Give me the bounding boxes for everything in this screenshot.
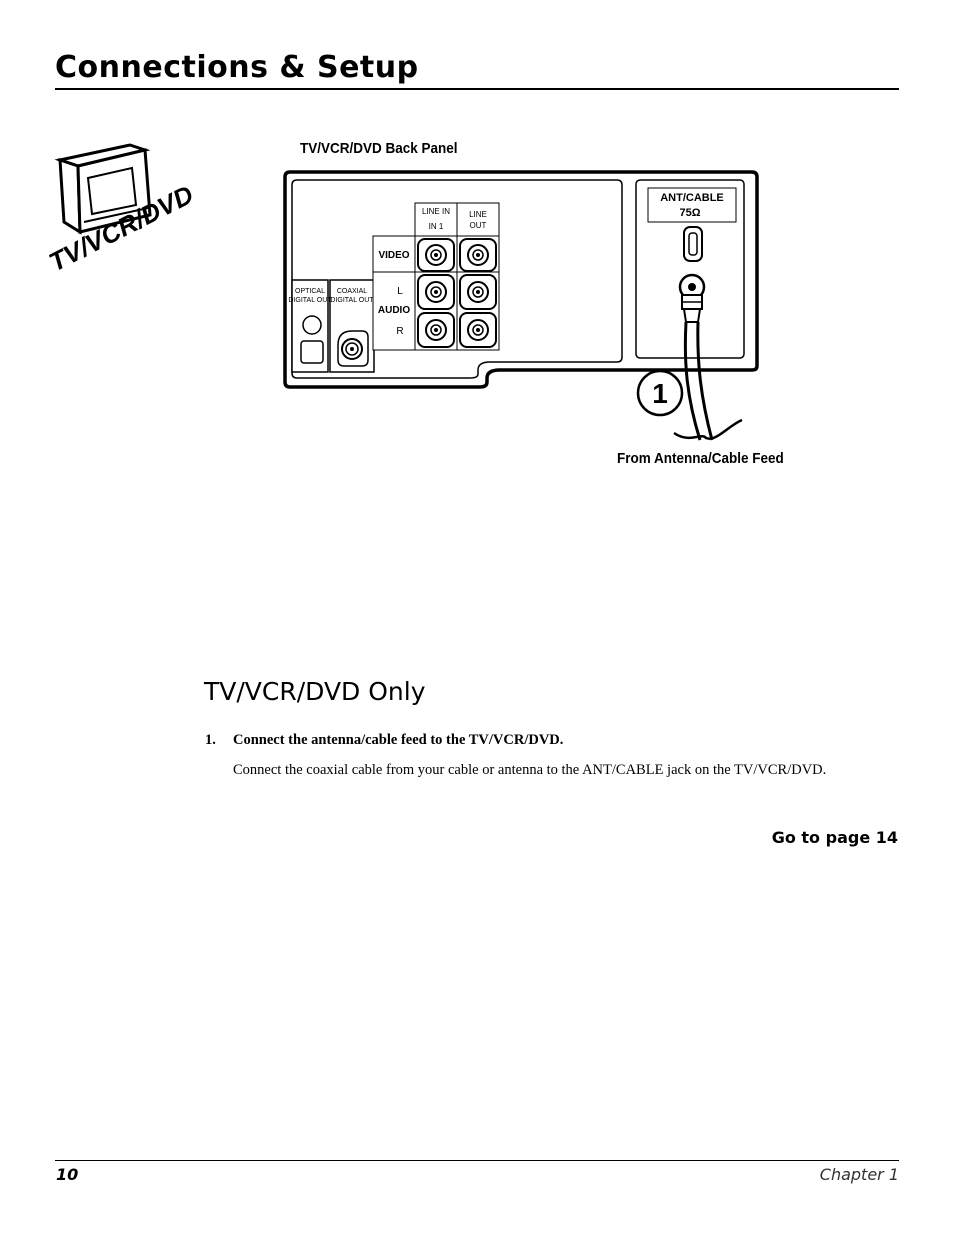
line-in-label: LINE IN [422,207,450,216]
tv-vcr-dvd-icon [54,143,152,235]
go-to-page-link[interactable]: Go to page 14 [771,828,898,847]
coaxial-label-1: COAXIAL [337,288,367,295]
chapter-label: Chapter 1 [819,1165,899,1184]
digital-out-section: OPTICAL DIGITAL OUT COAXIAL DIGITAL OUT [288,279,375,373]
audio-left-label: L [397,286,403,297]
callout-1: 1 [636,369,684,417]
ant-cable-section: ANT/CABLE 75Ω [647,187,737,262]
callout-number: 1 [652,378,668,409]
rca-jack [459,312,497,348]
line-out-label-1: LINE [469,210,487,219]
line-out-label-2: OUT [470,221,487,230]
rca-jack [417,238,455,272]
rca-jack [459,274,497,310]
coaxial-label-2: DIGITAL OUT [330,297,374,304]
back-panel-diagram: TV/VCR/DVD OPTICAL DIGITAL OUT COAXIAL D… [44,143,759,441]
coaxial-cable [673,273,743,441]
rca-jack [417,312,455,348]
step-title: Connect the antenna/cable feed to the TV… [233,732,564,748]
optical-label-1: OPTICAL [295,288,325,295]
header-rule [55,88,899,90]
rca-jack [459,238,497,272]
footer-rule [55,1160,899,1161]
video-label: VIDEO [378,250,409,261]
optical-round-port [302,315,322,335]
rca-jack [417,274,455,310]
av-jack-grid: LINE IN IN 1 LINE OUT VIDEO L AUDIO R [372,202,500,351]
diagram-caption: TV/VCR/DVD Back Panel [300,140,458,157]
page-number: 10 [56,1165,79,1184]
optical-label-2: DIGITAL OUT [288,297,332,304]
page-title: Connections & Setup [55,50,419,85]
step-body: Connect the coaxial cable from your cabl… [233,762,827,778]
step-title-row: 1. Connect the antenna/cable feed to the … [205,732,563,749]
ant-cable-label-2: 75Ω [679,207,700,219]
section-heading: TV/VCR/DVD Only [204,677,426,706]
audio-right-label: R [396,326,403,337]
audio-label: AUDIO [378,305,410,316]
feed-caption: From Antenna/Cable Feed [617,450,784,467]
step-number: 1. [205,732,216,748]
in1-label: IN 1 [429,222,444,231]
ant-cable-label-1: ANT/CABLE [660,192,724,204]
optical-square-port [300,340,324,364]
